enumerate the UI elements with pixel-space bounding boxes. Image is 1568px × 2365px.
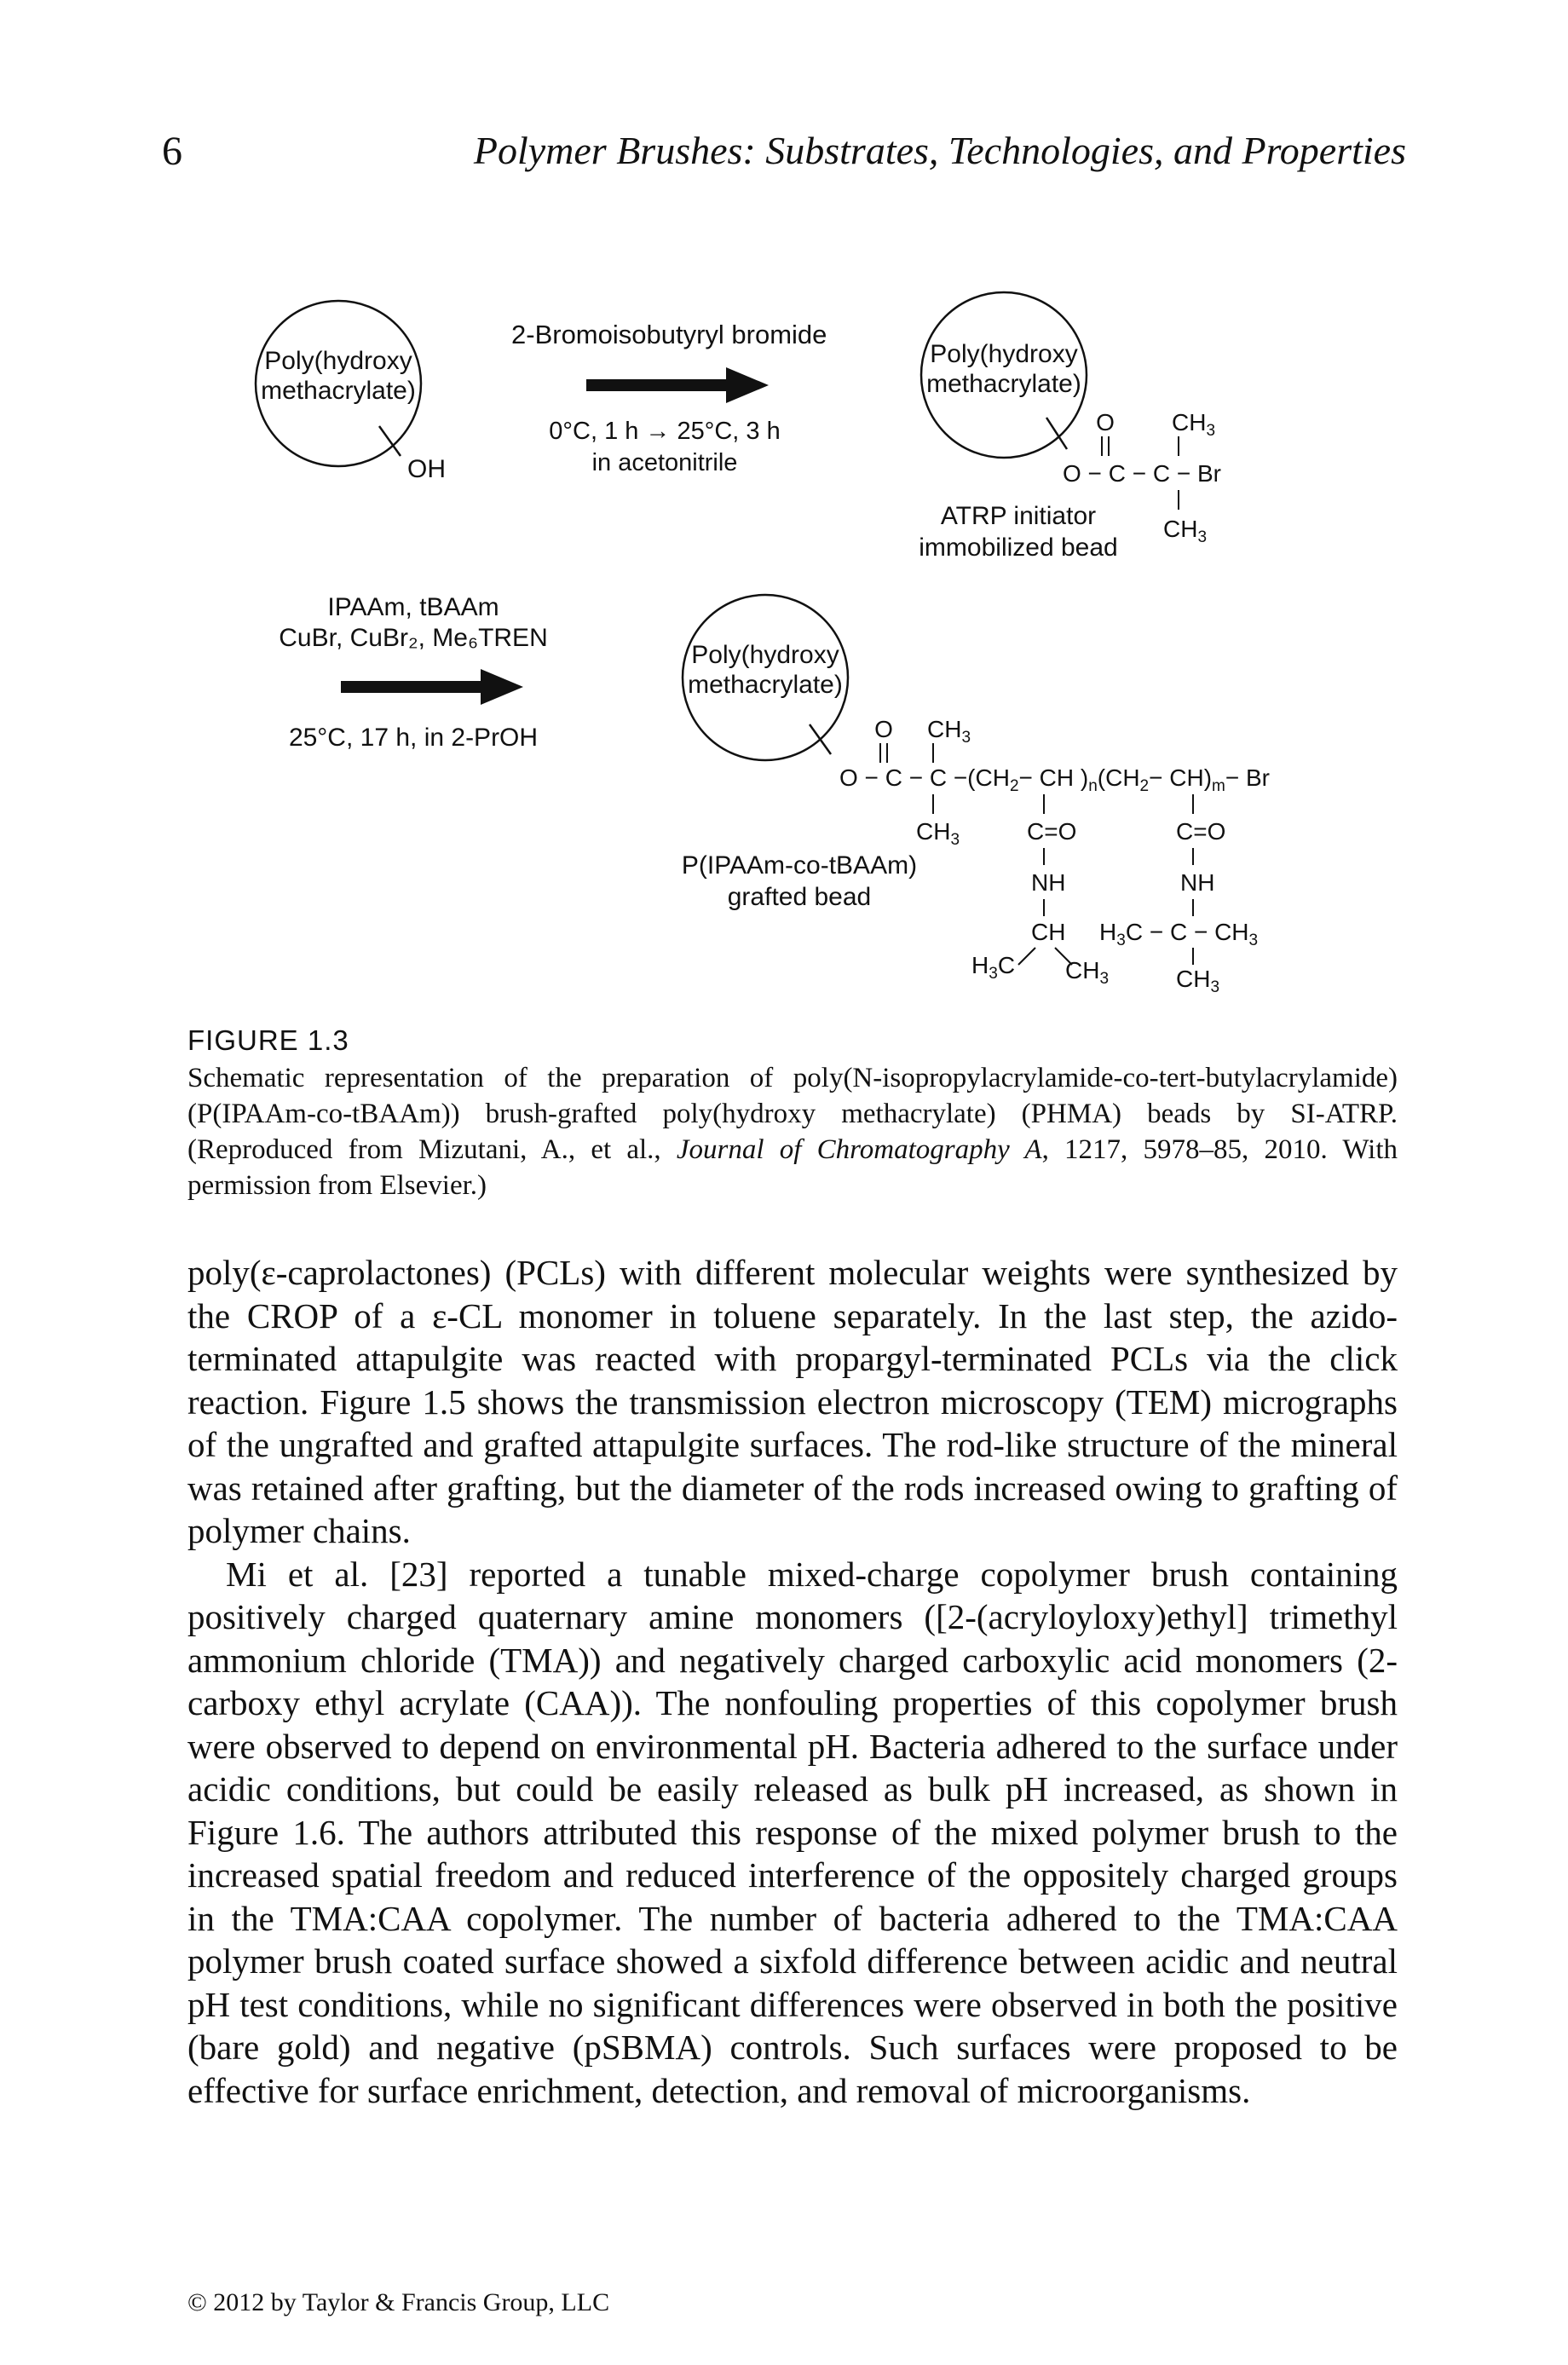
caption-text-part2: , 1217, 5978–85, 2010. With permission f… bbox=[187, 1134, 1398, 1201]
copyright-footer: © 2012 by Taylor & Francis Group, LLC bbox=[187, 2288, 610, 2316]
bead-label-line2: methacrylate) bbox=[688, 671, 843, 699]
step1-reagent: 2-Bromoisobutyryl bromide bbox=[511, 320, 827, 349]
svg-text:H3C − C − CH3: H3C − C − CH3 bbox=[1099, 919, 1258, 949]
figure-label: FIGURE 1.3 bbox=[187, 1024, 349, 1056]
step2-reagents-line2: CuBr, CuBr₂, Me₆TREN bbox=[279, 624, 547, 652]
svg-text:NH: NH bbox=[1031, 869, 1065, 896]
svg-text:NH: NH bbox=[1180, 869, 1214, 896]
initiator-structure: O CH3 O − C − C − Br CH3 bbox=[1063, 409, 1221, 546]
svg-text:O − C − C − Br: O − C − C − Br bbox=[1063, 460, 1221, 487]
svg-text:CH: CH bbox=[1031, 919, 1065, 945]
product-label-line1: P(IPAAm-co-tBAAm) bbox=[682, 851, 917, 880]
paragraph-2: Mi et al. [23] reported a tunable mixed-… bbox=[187, 1554, 1398, 2110]
paragraph-1: poly(ε-caprolactones) (PCLs) with differ… bbox=[187, 1253, 1398, 1550]
product-label-line2: grafted bead bbox=[728, 883, 871, 911]
step2-conditions: 25°C, 17 h, in 2-PrOH bbox=[289, 724, 538, 752]
bead-label-line2: methacrylate) bbox=[926, 370, 1081, 398]
bead-initiator: Poly(hydroxy methacrylate) O CH3 O − C −… bbox=[919, 291, 1221, 546]
svg-text:H3C: H3C bbox=[971, 952, 1015, 983]
bead-hydroxy: Poly(hydroxy methacrylate) OH bbox=[254, 299, 446, 483]
caption-text: Schematic representation of the preparat… bbox=[187, 1060, 1398, 1203]
bead-grafted: Poly(hydroxy methacrylate) O CH3 O − C −… bbox=[681, 593, 1270, 996]
arrow-step1 bbox=[586, 367, 769, 403]
journal-title: Journal of Chromatography A bbox=[676, 1134, 1042, 1165]
svg-text:CH3: CH3 bbox=[927, 716, 971, 747]
svg-text:O: O bbox=[1096, 409, 1115, 436]
svg-text:C=O: C=O bbox=[1027, 818, 1076, 845]
step2-reagents-line1: IPAAm, tBAAm bbox=[327, 593, 499, 621]
page-number: 6 bbox=[162, 129, 182, 174]
bead-label-line1: Poly(hydroxy bbox=[264, 347, 412, 375]
hydroxyl-label: OH bbox=[407, 455, 446, 483]
step1-conditions-line1: 0°C, 1 h → 25°C, 3 h bbox=[549, 418, 780, 445]
arrow-step2 bbox=[341, 669, 523, 705]
body-text: poly(ε-caprolactones) (PCLs) with differ… bbox=[187, 1251, 1398, 2112]
initiator-label-line2: immobilized bead bbox=[919, 534, 1117, 562]
initiator-label-line1: ATRP initiator bbox=[941, 502, 1096, 530]
svg-text:CH3: CH3 bbox=[916, 818, 960, 849]
svg-text:CH3: CH3 bbox=[1172, 409, 1215, 440]
step1-conditions-line2: in acetonitrile bbox=[592, 449, 738, 476]
svg-text:O: O bbox=[874, 716, 893, 742]
page-header: 6 Polymer Brushes: Substrates, Technolog… bbox=[162, 128, 1406, 196]
figure-caption: FIGURE 1.3 Schematic representation of t… bbox=[187, 1023, 1398, 1203]
reaction-scheme: Poly(hydroxy methacrylate) OH 2-Bromoiso… bbox=[254, 291, 1270, 996]
svg-text:C=O: C=O bbox=[1176, 818, 1225, 845]
svg-text:CH3: CH3 bbox=[1065, 957, 1109, 988]
bead-label-line1: Poly(hydroxy bbox=[691, 641, 839, 669]
svg-text:CH3: CH3 bbox=[1163, 516, 1207, 546]
bead-label-line1: Poly(hydroxy bbox=[930, 340, 1077, 368]
caption-text-part1: Schematic representation of the preparat… bbox=[187, 1063, 1398, 1165]
bead-label-line2: methacrylate) bbox=[261, 377, 416, 405]
svg-text:CH3: CH3 bbox=[1176, 966, 1219, 996]
copolymer-structure: O CH3 O − C − C −(CH2− CH )n(CH2− CH)m− … bbox=[839, 716, 1270, 996]
running-title: Polymer Brushes: Substrates, Technologie… bbox=[473, 129, 1406, 172]
svg-text:O − C − C −(CH2− CH )n(CH2− CH: O − C − C −(CH2− CH )n(CH2− CH)m− Br bbox=[839, 764, 1270, 795]
